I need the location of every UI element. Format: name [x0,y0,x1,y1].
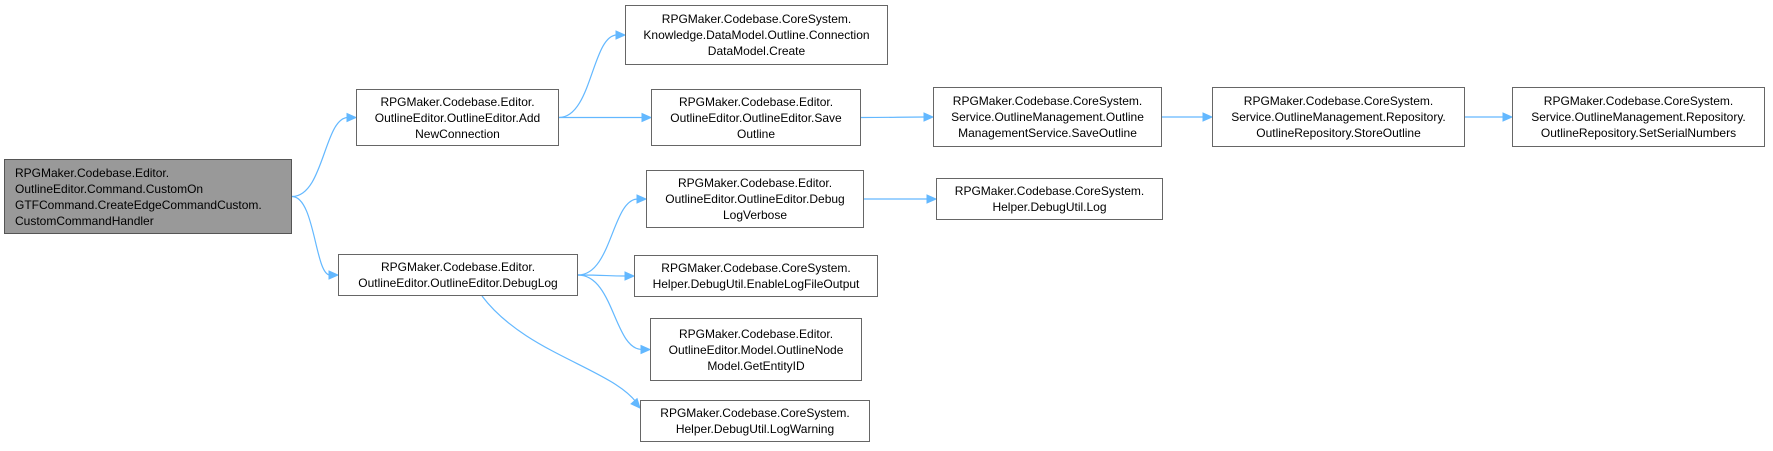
node-label-line: OutlineRepository.SetSerialNumbers [1540,126,1737,140]
edge-arrowhead [624,271,636,281]
edge-save_outline-to-service_save_outline [860,116,926,119]
node-label-line: CustomCommandHandler [15,213,154,228]
edge-arrowhead [926,194,938,204]
node-label-line: RPGMaker.Codebase.CoreSystem. [954,184,1145,198]
node-label-line: LogVerbose [722,208,788,222]
node-debug-log-verbose[interactable]: RPGMaker.Codebase.Editor. OutlineEditor.… [646,170,864,228]
node-outline-repository-set-serial-numbers[interactable]: RPGMaker.Codebase.CoreSystem. Service.Ou… [1512,87,1765,147]
node-label-line: RPGMaker.Codebase.Editor. [677,176,833,190]
node-label-line: ManagementService.SaveOutline [958,126,1137,140]
edge-arrowhead [328,270,340,280]
edge-arrowhead [630,397,641,409]
node-label-line: OutlineEditor.Command.CustomOn [15,181,204,196]
node-label-line: RPGMaker.Codebase.Editor. [678,94,834,109]
node-outline-management-service-save-outline[interactable]: RPGMaker.Codebase.CoreSystem. Service.Ou… [933,87,1162,147]
node-label-line: Outline [736,126,776,141]
edge-arrowhead [641,112,653,123]
node-label-line: RPGMaker.Codebase.CoreSystem. [952,94,1143,108]
node-label-line: Knowledge.DataModel.Outline.Connection [643,28,870,42]
node-outline-node-model-get-entity-id[interactable]: RPGMaker.Codebase.Editor. OutlineEditor.… [650,318,862,381]
edge-arrowhead [1202,112,1214,122]
node-label-line: RPGMaker.Codebase.Editor. [15,165,170,180]
node-label-line: OutlineEditor.OutlineEditor.Save [670,110,842,125]
edge-arrowhead [640,344,652,355]
node-label-line: Service.OutlineManagement.Outline [951,110,1144,124]
edge-arrowhead [346,112,358,123]
node-label-line: NewConnection [415,126,500,141]
node-label-line: GTFCommand.CreateEdgeCommandCustom. [15,197,262,212]
edge-debug_log-to-debug_log_verbose [577,198,639,276]
node-label-line: Service.OutlineManagement.Repository. [1231,110,1446,124]
node-label-line: RPGMaker.Codebase.CoreSystem. [1543,94,1734,108]
edge-arrowhead [1502,112,1514,122]
node-debugutil-log-warning[interactable]: RPGMaker.Codebase.CoreSystem. Helper.Deb… [640,400,870,442]
node-debugutil-log[interactable]: RPGMaker.Codebase.CoreSystem. Helper.Deb… [936,178,1163,220]
edge-debug_log-to-enable_log_file_output [577,274,627,277]
node-debug-log[interactable]: RPGMaker.Codebase.Editor. OutlineEditor.… [338,254,578,296]
node-label-line: OutlineEditor.OutlineEditor.DebugLog [358,276,558,290]
node-add-new-connection[interactable]: RPGMaker.Codebase.Editor. OutlineEditor.… [356,89,559,146]
node-label-line: RPGMaker.Codebase.Editor. [678,326,834,341]
node-debugutil-enable-log-file-output[interactable]: RPGMaker.Codebase.CoreSystem. Helper.Deb… [634,255,878,297]
node-label-line: Model.GetEntityID [707,358,805,373]
node-save-outline[interactable]: RPGMaker.Codebase.Editor. OutlineEditor.… [651,89,861,146]
edge-add_new_connection-to-connection_create [558,34,618,119]
edge-root-to-add_new_connection [291,116,349,198]
edge-arrowhead [636,194,648,204]
node-outline-repository-store-outline[interactable]: RPGMaker.Codebase.CoreSystem. Service.Ou… [1212,87,1465,147]
node-label-line: Helper.DebugUtil.EnableLogFileOutput [652,277,860,291]
node-label-line: DataModel.Create [707,44,806,58]
node-label-line: RPGMaker.Codebase.CoreSystem. [661,12,852,26]
node-label-line: OutlineEditor.OutlineEditor.Debug [665,192,845,206]
node-label-line: RPGMaker.Codebase.Editor. [380,94,535,109]
node-label-line: RPGMaker.Codebase.CoreSystem. [660,406,850,420]
edge-root-to-debug_log [291,195,331,276]
edge-debug_log-to-get_entity_id [577,274,643,351]
node-label-line: RPGMaker.Codebase.CoreSystem. [661,261,851,275]
node-label-line: Helper.DebugUtil.Log [992,200,1107,214]
node-label-line: Helper.DebugUtil.LogWarning [675,422,835,436]
edge-debug_log-to-log_warning [481,295,641,409]
edge-arrowhead [615,30,627,40]
node-label-line: OutlineRepository.StoreOutline [1256,126,1421,140]
node-label-line: Service.OutlineManagement.Repository. [1531,110,1746,124]
node-label-line: RPGMaker.Codebase.Editor. [380,260,536,274]
node-label-line: OutlineEditor.Model.OutlineNode [668,342,844,357]
node-connection-datamodel-create[interactable]: RPGMaker.Codebase.CoreSystem. Knowledge.… [625,5,888,65]
node-label-line: RPGMaker.Codebase.CoreSystem. [1243,94,1434,108]
node-label-line: OutlineEditor.OutlineEditor.Add [374,110,541,125]
node-root-custom-command-handler[interactable]: RPGMaker.Codebase.Editor. OutlineEditor.… [4,159,292,234]
edge-arrowhead [923,112,935,122]
